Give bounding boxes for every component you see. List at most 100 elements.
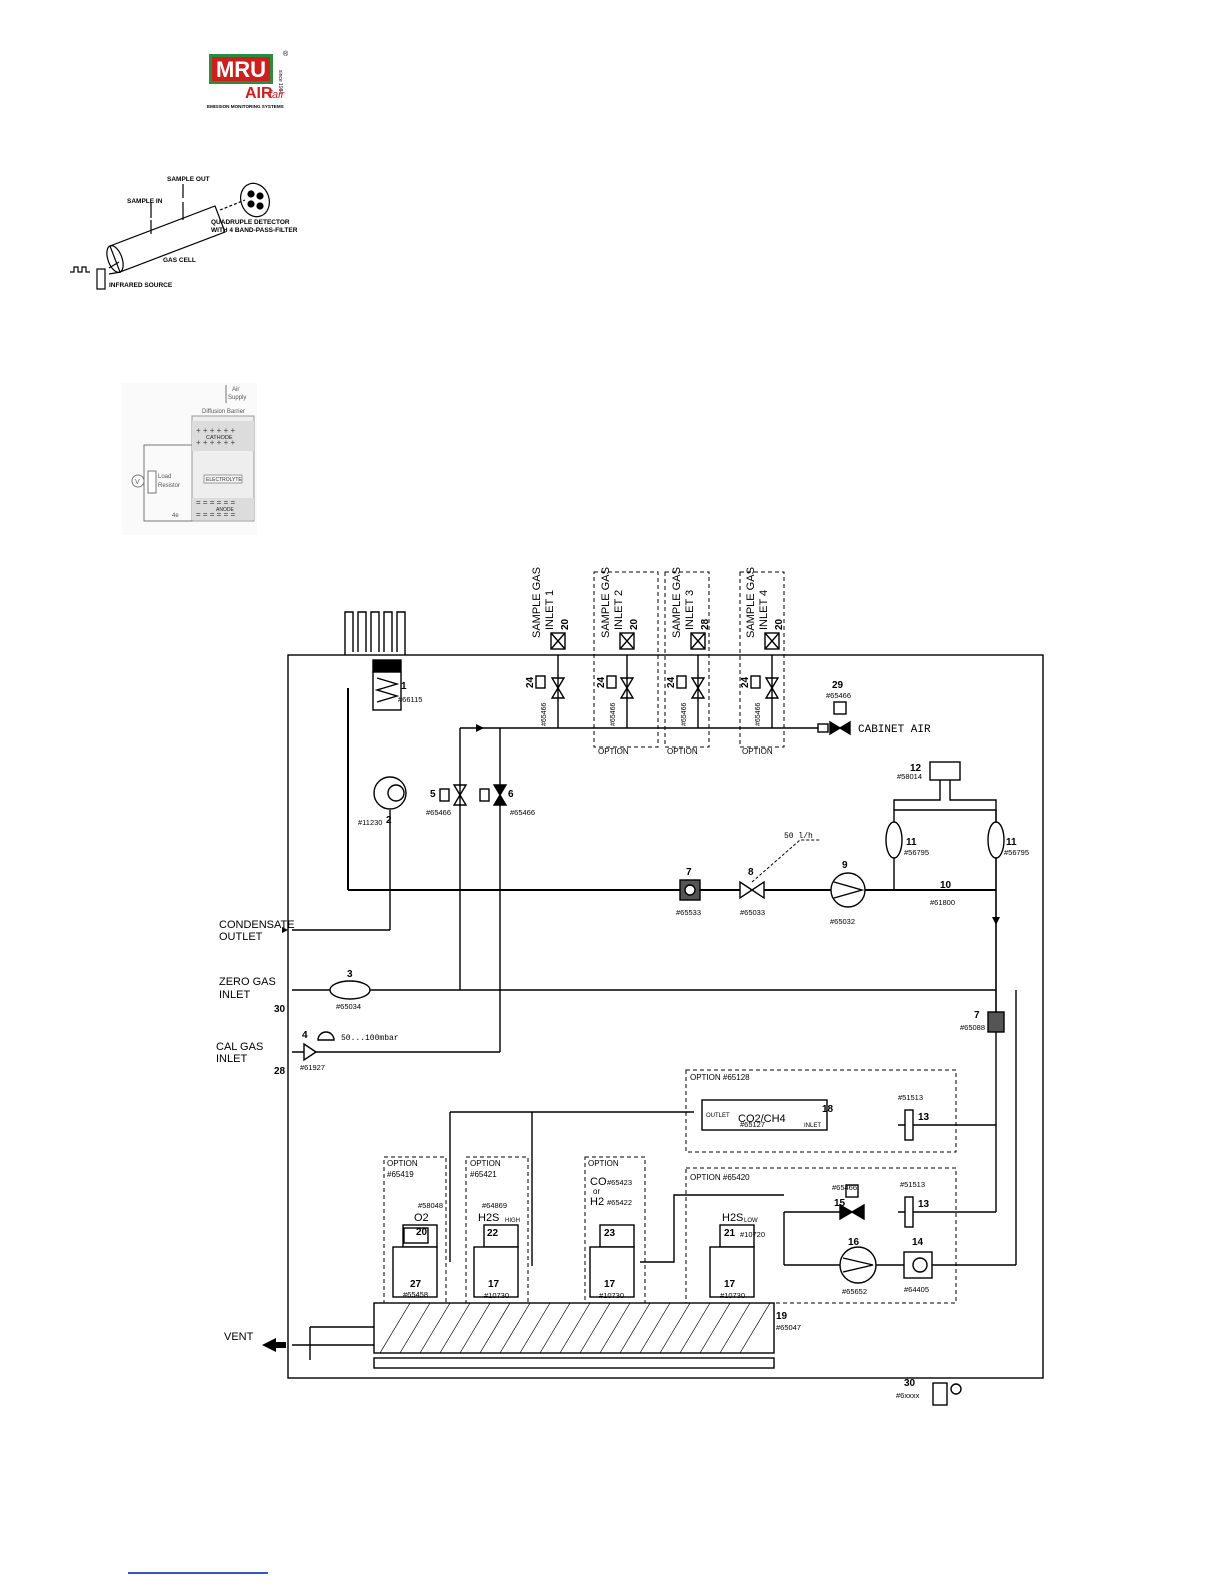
svg-text:= = = = = =: = = = = = = (196, 510, 235, 519)
inlet-2-assembly (606, 632, 635, 728)
inlet-1-valve: 24 (525, 676, 536, 688)
inlet-3-part: #65466 (681, 703, 688, 726)
label-c30b: 30 (904, 1378, 916, 1389)
label-c29: 29 (832, 680, 844, 691)
inlet-3-sub: INLET 3 (684, 590, 696, 630)
part-c12: #58014 (897, 772, 922, 781)
h2s-high-name: H2S (478, 1212, 499, 1224)
anode-layer (192, 498, 254, 520)
label-c14: 14 (912, 1237, 924, 1248)
part-c16: #65652 (842, 1287, 867, 1296)
sensor-manifold-block (373, 1302, 775, 1354)
anode-minus-signs: = = = = = == = = = = = (196, 498, 235, 519)
inlet-3-num: 28 (700, 618, 711, 630)
sensor-co-icon (589, 1224, 635, 1298)
filter-3 (247, 200, 255, 208)
part-c17: #10730 (484, 1291, 509, 1300)
regulator-4-icon (303, 1042, 318, 1062)
label-c9: 9 (842, 860, 848, 871)
inlet-3-option: OPTION (667, 747, 698, 756)
cal-gas-label-2: INLET (216, 1053, 247, 1065)
label-c11b: 11 (1006, 837, 1017, 848)
part-c1: #66115 (398, 695, 422, 704)
flow-leader (751, 839, 820, 883)
label-c6: 6 (508, 789, 514, 800)
label-c13: 13 (918, 1112, 930, 1123)
air-label: Air (232, 387, 239, 393)
condensate-arrow-icon (282, 927, 288, 933)
sensor-h2s-low-icon (709, 1224, 755, 1298)
label-c27: 27 (410, 1279, 422, 1290)
logo-reg: ® (283, 50, 289, 58)
part-c2: #11230 (358, 818, 382, 827)
part-c13: #51513 (898, 1093, 923, 1102)
logo-fair: fair (269, 89, 286, 101)
co-name: CO (590, 1176, 607, 1188)
h2s-low-name: H2S (722, 1212, 743, 1224)
ir-rays (108, 261, 122, 275)
option-o2-title-1: OPTION (387, 1159, 418, 1168)
part-co: #65423 (607, 1178, 632, 1187)
electrons-label: 4e (172, 513, 179, 519)
cal-gas-label-1: CAL GAS (216, 1041, 263, 1053)
electrolyte-box (203, 474, 243, 484)
part-c17-co: #10730 (599, 1291, 624, 1300)
part-c29: #65466 (826, 691, 851, 700)
co2-name: CO2/CH4 (738, 1113, 786, 1125)
option-box-co2 (685, 1069, 957, 1153)
drain-30-icon (932, 1382, 948, 1406)
label-c18: 18 (822, 1104, 834, 1115)
valve-8-icon (739, 880, 765, 900)
pump-9-icon (830, 872, 866, 908)
footer-link-underline[interactable] (128, 1572, 268, 1574)
flow-meter-14-icon (903, 1251, 933, 1279)
condensate-label-1: CONDENSATE (219, 919, 295, 931)
label-c22: 22 (487, 1228, 499, 1239)
riser-arrow-icon (992, 917, 1000, 925)
part-c17-low: #10730 (720, 1291, 745, 1300)
option-co2-title: OPTION #65128 (690, 1073, 750, 1082)
option-low-title: OPTION #65420 (690, 1173, 750, 1182)
pump-2-icon (373, 776, 407, 810)
load-label: Load (158, 474, 171, 480)
cooler-coil (374, 677, 400, 703)
inlet-4-num: 20 (774, 618, 785, 630)
label-c19: 19 (776, 1311, 788, 1322)
sensor-12-icon (929, 761, 961, 781)
vent-arrow-icon (262, 1338, 276, 1352)
part-c4: #61927 (300, 1063, 325, 1072)
zero-gas-label-1: ZERO GAS (219, 976, 276, 988)
part-c30b: #6xxxx (896, 1391, 920, 1400)
part-h2s: #64869 (482, 1201, 507, 1210)
pump-16-mark (842, 1257, 874, 1273)
filter-13-icon (904, 1109, 914, 1141)
detector-label-2: WITH 4 BAND-PASS-FILTER (211, 227, 298, 234)
label-c2: 2 (386, 815, 392, 826)
ir-source-label: INFRARED SOURCE (109, 282, 173, 289)
co2-outlet-label: OUTLET (706, 1113, 730, 1119)
filter-4 (256, 202, 264, 210)
detector-body (240, 182, 270, 218)
part-c6: #65466 (510, 808, 535, 817)
co-or: or (593, 1187, 600, 1196)
label-n28: 28 (274, 1066, 286, 1077)
regulator-4-dome (317, 1031, 335, 1041)
pressure-range: 50...100mbar (341, 1034, 399, 1043)
option-co-title: OPTION (588, 1159, 619, 1168)
sensor-12-lines (893, 780, 997, 810)
o2-name: O2 (414, 1212, 429, 1224)
label-c23: 23 (604, 1228, 616, 1239)
part-c19: #65047 (776, 1323, 801, 1332)
pump-16-icon (839, 1246, 877, 1284)
sensor-h2s-high-icon (473, 1224, 519, 1298)
cooler-top (372, 659, 402, 673)
part-h2: #65422 (607, 1198, 632, 1207)
inlet-2-option: OPTION (598, 747, 629, 756)
label-c3: 3 (347, 969, 353, 980)
label-c11: 11 (906, 837, 917, 848)
gas-cell-label: GAS CELL (163, 257, 196, 264)
inlet-2-part: #65466 (610, 703, 617, 726)
cooler-fins (344, 611, 406, 655)
option-box-inlet-3 (664, 571, 710, 748)
